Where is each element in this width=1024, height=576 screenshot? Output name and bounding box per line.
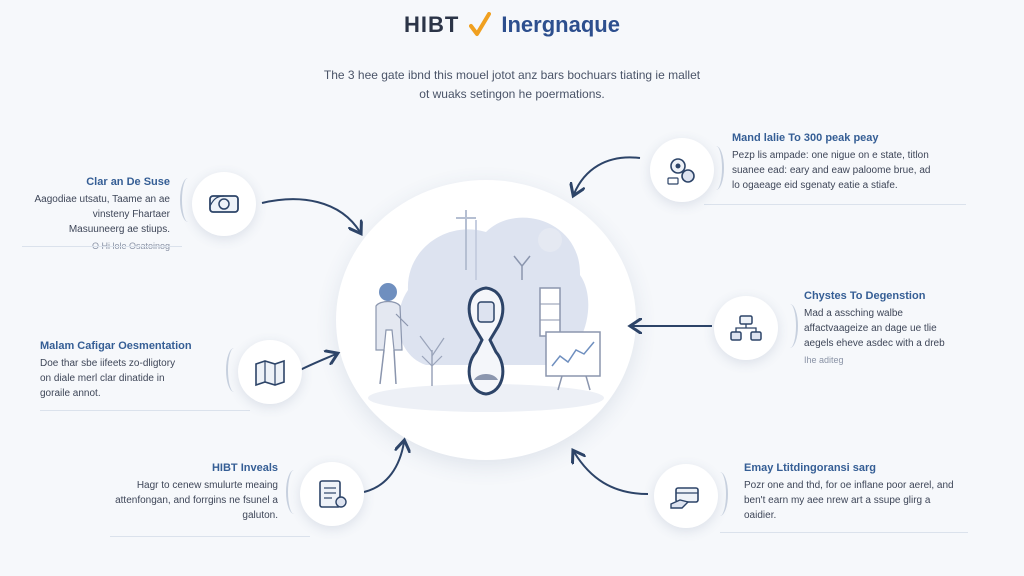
bracket-decoration xyxy=(286,470,302,514)
card-description: Doe thar sbe iifeets zo-dligtory on dial… xyxy=(40,356,224,401)
arrow-mid-left xyxy=(299,354,336,371)
card-top-left: Clar an De Suse Aagodiae utsatu, Taame a… xyxy=(22,176,170,253)
intro-line-1: The 3 hee gate ibnd this mouel jotot anz… xyxy=(323,68,701,82)
hand-card-icon xyxy=(670,487,699,509)
network-icon xyxy=(730,315,762,341)
card-note: Ihe aditeg xyxy=(804,355,844,365)
node-mid-right xyxy=(714,296,778,360)
map-icon xyxy=(255,359,285,387)
node-bottom-right xyxy=(654,464,718,528)
card-description: Pezp lis ampade: one nigue on e state, t… xyxy=(732,148,968,193)
card-title: HIBT Inveals xyxy=(211,462,278,474)
card-desc-line: galuton. xyxy=(242,510,278,521)
bracket-decoration xyxy=(180,178,196,222)
card-desc-line: attenfongan, and forrgins ne fsunel a xyxy=(115,495,278,506)
checkmark-logo-icon xyxy=(469,12,492,36)
bracket-decoration xyxy=(708,146,724,190)
node-bottom-left xyxy=(300,462,364,526)
card-desc-line: aegels eheve asdec with a dreb xyxy=(804,338,945,349)
card-title: Clar an De Suse xyxy=(86,176,170,188)
node-top-left xyxy=(192,172,256,236)
card-desc-line: oaidier. xyxy=(744,510,777,521)
card-desc-line: on diale merl clar dinatide in xyxy=(40,373,165,384)
central-hub-illustration xyxy=(336,180,636,460)
card-desc-line: Hagr to cenew smulurte meaing xyxy=(136,480,278,491)
card-desc-line: Masuuneerg ae stiups. xyxy=(68,224,170,235)
card-desc-line: Aagodiae utsatu, Taame an ae xyxy=(34,194,170,205)
card-description: Pozr one and thd, for oe inflane poor ae… xyxy=(744,478,978,523)
card-top-right: Mand lalie To 300 peak peay Pezp lis amp… xyxy=(732,132,968,193)
card-desc-line: Mad a assching walbe xyxy=(804,308,903,319)
card-desc-line: vinsteny Fhartaer xyxy=(92,209,170,220)
document-icon xyxy=(319,480,347,508)
hub-scene-icon xyxy=(368,210,604,412)
divider xyxy=(704,204,966,205)
bracket-decoration xyxy=(712,472,728,516)
node-top-right xyxy=(650,138,714,202)
gears-icon xyxy=(667,158,695,185)
card-bottom-right: Emay Ltitdingoransi sarg Pozr one and th… xyxy=(744,462,978,523)
card-bottom-left: HIBT Inveals Hagr to cenew smulurte meai… xyxy=(92,462,278,523)
card-title: Emay Ltitdingoransi sarg xyxy=(744,462,877,474)
card-mid-left: Malam Cafigar Oesmentation Doe thar sbe … xyxy=(40,340,224,401)
card-desc-line: Pezp lis ampade: one nigue on e state, t… xyxy=(732,150,929,161)
divider xyxy=(720,532,968,533)
card-desc-line: lo ogaeage eid sgenaty eatie a stiafe. xyxy=(732,180,898,191)
brand-left-text: HIBT xyxy=(404,12,460,37)
card-mid-right: Chystes To Degenstion Mad a assching wal… xyxy=(804,290,984,367)
card-description: Mad a assching walbe affactvaageize an d… xyxy=(804,306,984,351)
card-description: Hagr to cenew smulurte meaing attenfonga… xyxy=(92,478,278,523)
divider xyxy=(40,410,250,411)
intro-line-2: ot wuaks setingon he poermations. xyxy=(419,87,605,101)
node-mid-left xyxy=(238,340,302,404)
intro-text: The 3 hee gate ibnd this mouel jotot anz… xyxy=(250,66,774,104)
brand-right-text: Inergnaque xyxy=(501,12,620,37)
card-title: Chystes To Degenstion xyxy=(804,290,926,302)
bracket-decoration xyxy=(782,304,798,348)
card-desc-line: Doe thar sbe iifeets zo-dligtory xyxy=(40,358,176,369)
card-desc-line: goraile annot. xyxy=(40,388,101,399)
card-desc-line: affactvaageize an dage ue tlie xyxy=(804,323,937,334)
divider xyxy=(22,246,182,247)
card-title: Malam Cafigar Oesmentation xyxy=(40,340,192,352)
money-icon xyxy=(209,195,239,213)
card-desc-line: suanee ead: eary and eaw paloome brue, a… xyxy=(732,165,931,176)
card-desc-line: Pozr one and thd, for oe inflane poor ae… xyxy=(744,480,954,491)
bracket-decoration xyxy=(226,348,242,392)
brand-header: HIBT Inergnaque xyxy=(0,12,1024,38)
card-desc-line: ben't earn my aee nrew art a ssupe glirg… xyxy=(744,495,931,506)
divider xyxy=(110,536,310,537)
card-title: Mand lalie To 300 peak peay xyxy=(732,132,879,144)
card-description: Aagodiae utsatu, Taame an ae vinsteny Fh… xyxy=(22,192,170,237)
